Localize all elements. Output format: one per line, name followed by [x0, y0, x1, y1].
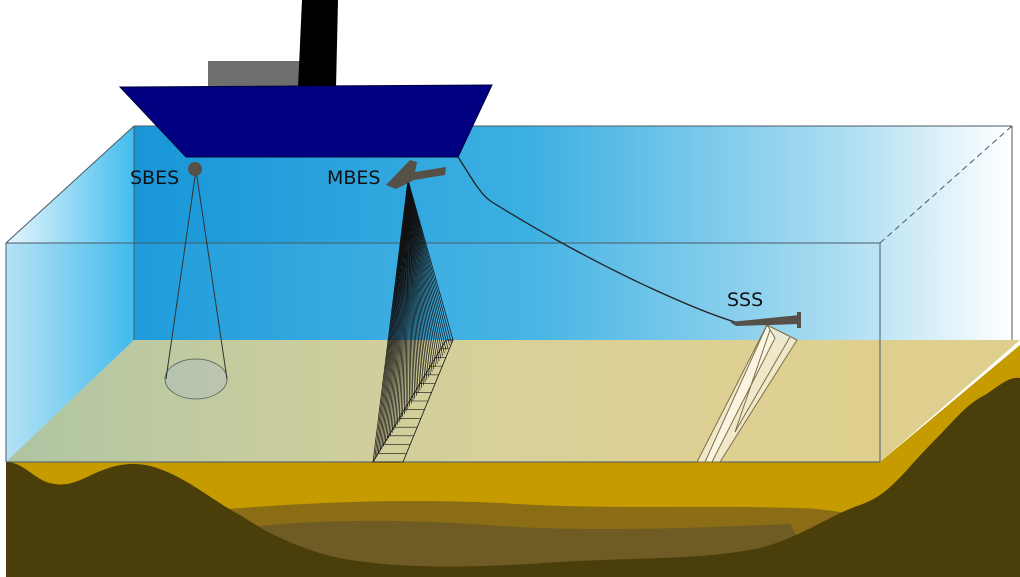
mbes-swath-fan	[372, 179, 454, 463]
water-box-edges	[5, 125, 1013, 463]
mbes-beam-line	[407, 179, 452, 343]
mbes-beam-line	[407, 179, 438, 364]
mbes-label: MBES	[327, 167, 381, 189]
mbes-beam-line	[407, 179, 442, 359]
sss-swath-inner	[704, 323, 776, 463]
sss-swath	[696, 323, 798, 463]
mbes-beam-line	[407, 179, 450, 346]
mbes-beam-line	[407, 179, 449, 349]
sbes-beam	[165, 169, 228, 380]
vessel-funnel	[298, 0, 338, 88]
mbes-beam-line	[407, 179, 454, 341]
survey-vessel	[118, 0, 493, 158]
sss-label: SSS	[727, 289, 763, 311]
sss-towfish-icon	[730, 312, 801, 328]
mbes-beam-line	[407, 179, 436, 367]
mbes-beam-line	[407, 179, 435, 370]
vessel-hull	[118, 84, 493, 158]
mbes-beam-line	[407, 179, 443, 356]
sbes-transducer-icon	[188, 162, 202, 176]
mbes-beam-line	[407, 179, 445, 354]
bedrock-layer	[6, 377, 1020, 577]
mbes-transducer-icon	[386, 160, 446, 189]
sss-tow-cable	[457, 156, 736, 323]
mbes-beam-line	[407, 179, 447, 351]
water-front-face	[6, 243, 880, 462]
mbes-footprint	[372, 339, 454, 463]
sbes-label: SBES	[130, 167, 179, 189]
seabed-geology	[6, 345, 1020, 577]
vessel-cabin	[208, 61, 300, 87]
mbes-beam-line	[407, 179, 440, 362]
